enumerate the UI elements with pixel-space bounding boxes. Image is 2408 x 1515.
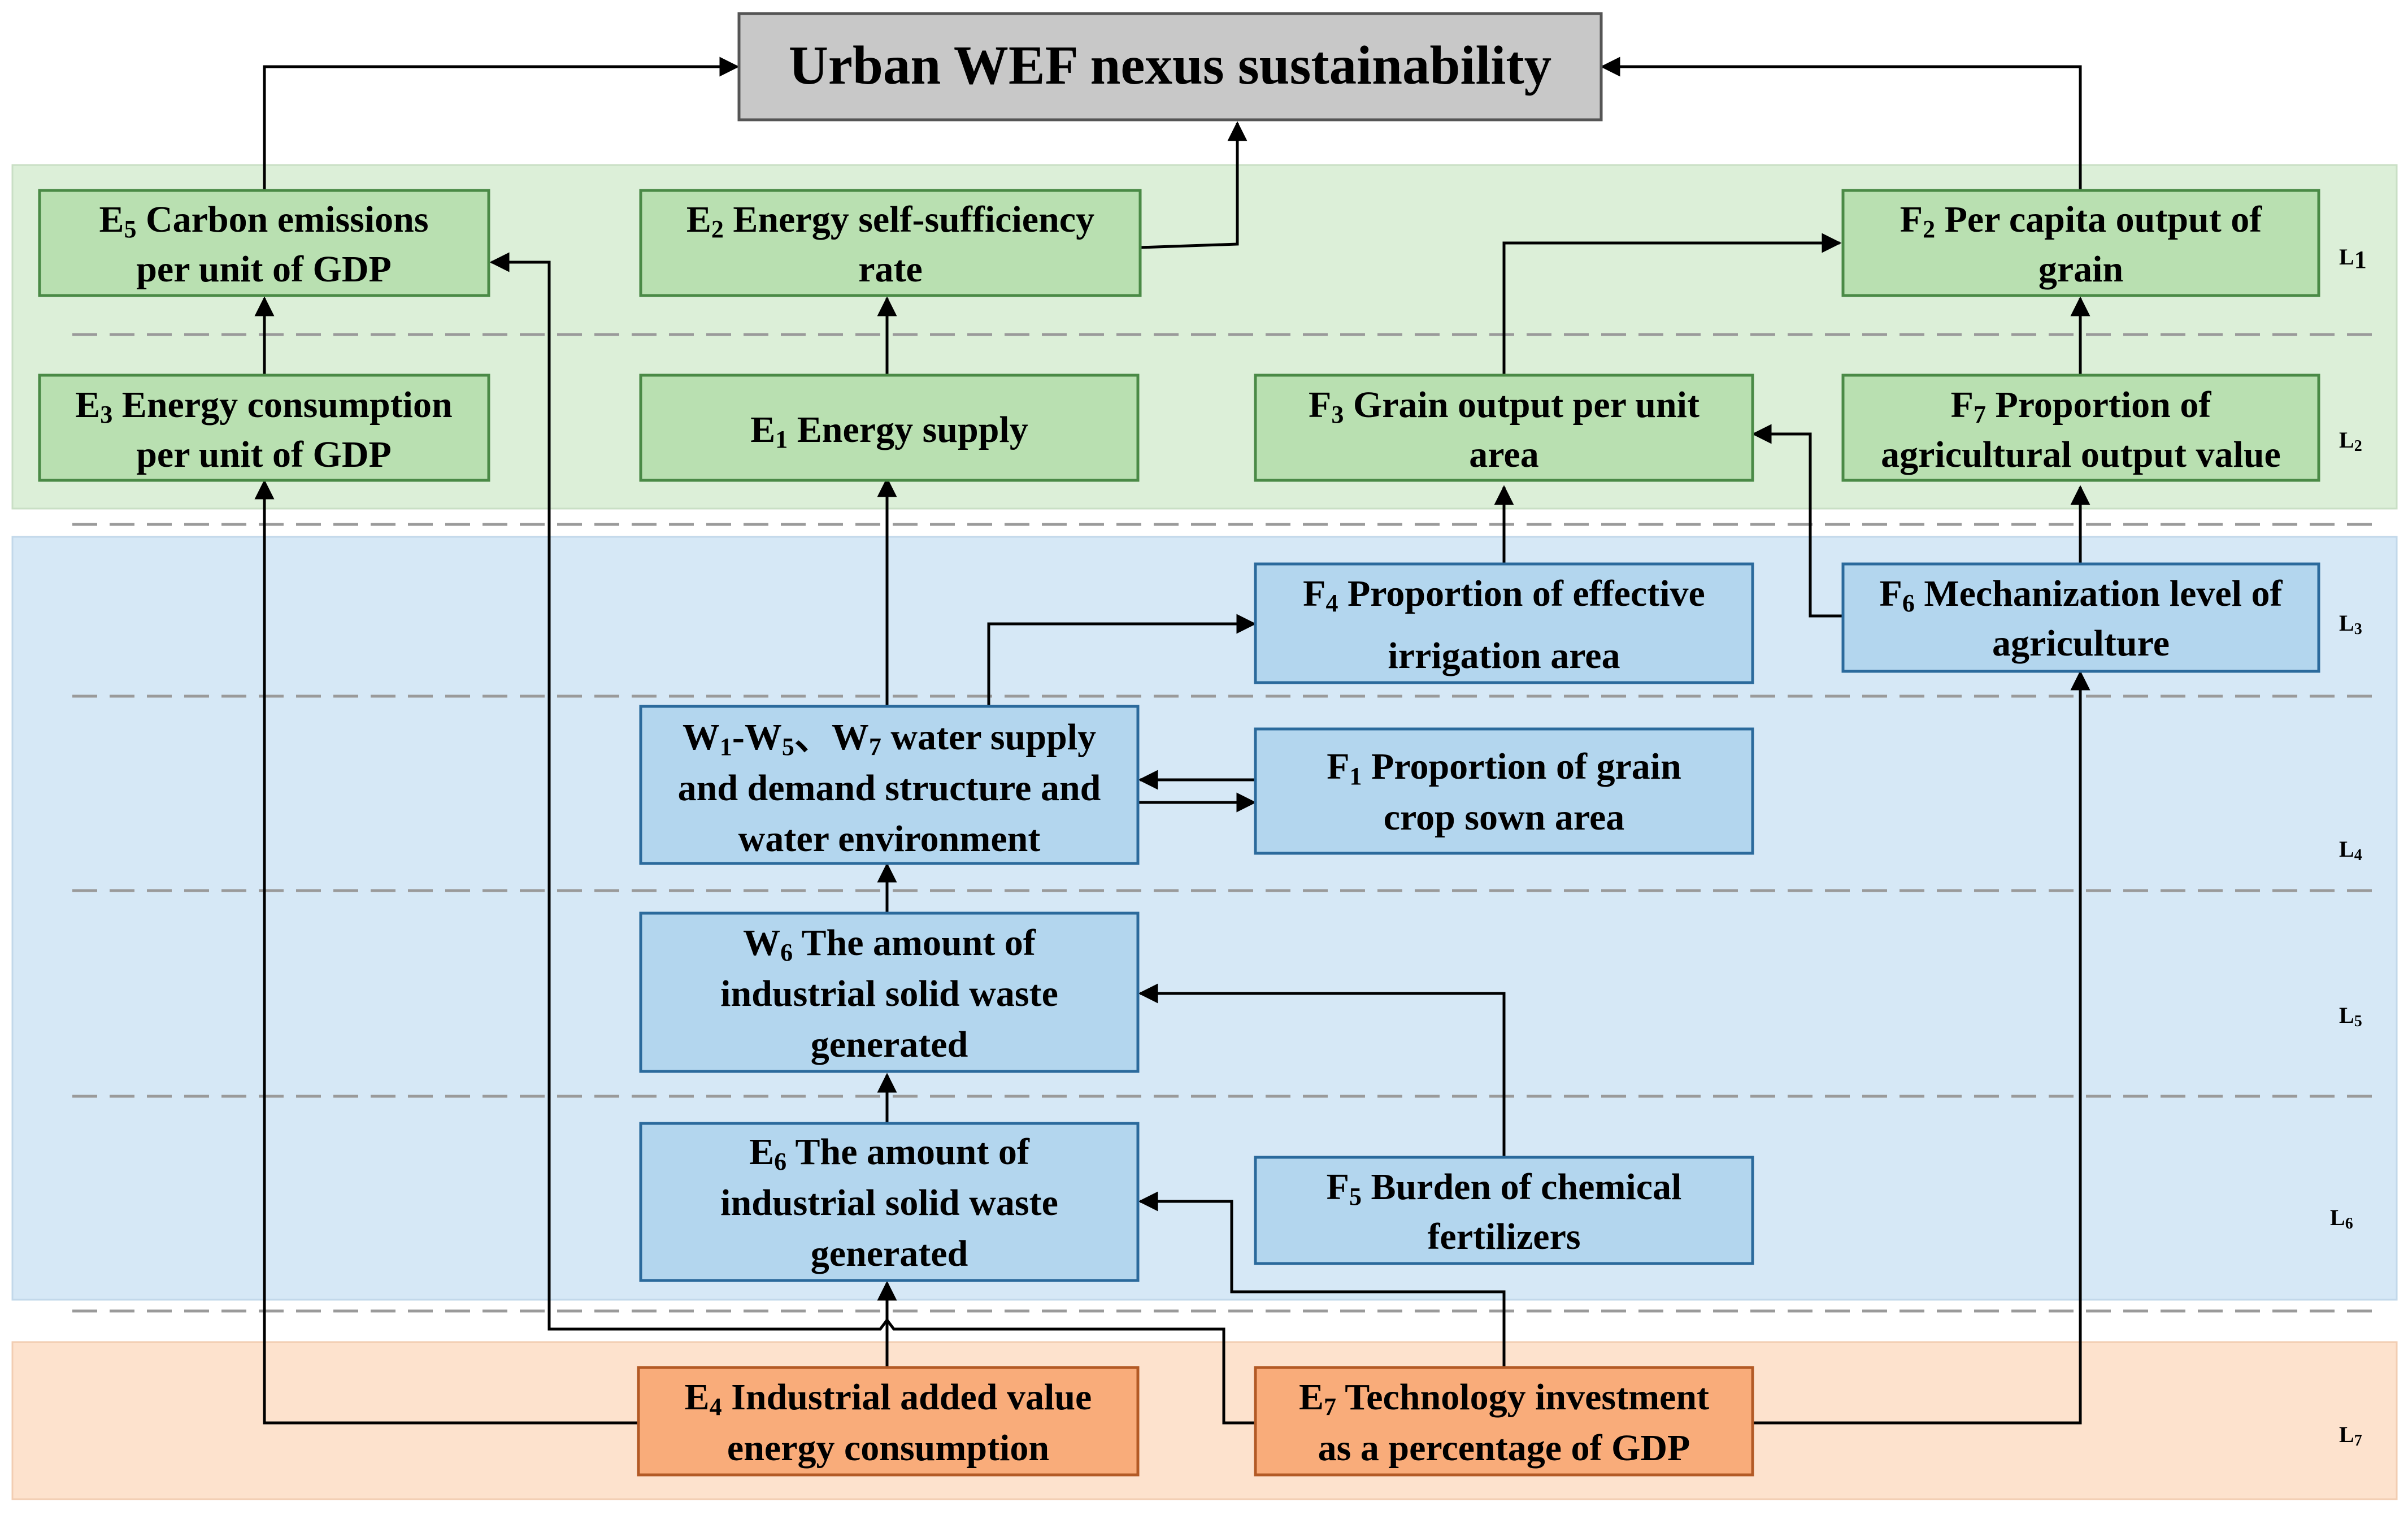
node-label-line2: as a percentage of GDP	[1318, 1427, 1690, 1469]
node-label-line1: E4 Industrial added value	[685, 1377, 1092, 1421]
node-f3: F3 Grain output per unit area	[1254, 374, 1754, 482]
node-e6: E6 The amount of industrial solid waste …	[639, 1122, 1140, 1282]
node-e1: E1 Energy supply	[639, 374, 1140, 482]
connectors	[254, 57, 2090, 1425]
node-label-line2: agriculture	[1992, 623, 2170, 664]
arrow-f3-to-f2	[1502, 233, 1842, 375]
node-label-line1: E1 Energy supply	[750, 409, 1028, 453]
node-box	[639, 1122, 1140, 1282]
node-label-line1: E5 Carbon emissions	[99, 199, 428, 243]
node-e4: E4 Industrial added value energy consump…	[637, 1366, 1140, 1477]
node-label-line2: irrigation area	[1388, 635, 1620, 676]
node-label-line2: crop sown area	[1384, 797, 1625, 838]
node-box	[639, 189, 1142, 297]
node-label-line1: F6 Mechanization level of	[1879, 573, 2283, 617]
node-label-line2: per unit of GDP	[136, 249, 392, 290]
node-label-line2: per unit of GDP	[136, 434, 392, 475]
node-f6: F6 Mechanization level of agriculture	[1841, 562, 2320, 673]
title-box	[737, 12, 1603, 121]
node-box	[639, 705, 1140, 865]
level-separators	[72, 333, 2373, 1313]
node-label-line1: F3 Grain output per unit	[1309, 384, 1699, 428]
node-box	[1841, 189, 2320, 297]
node-label-line2: energy consumption	[727, 1427, 1049, 1469]
node-label-line1: E3 Energy consumption	[75, 384, 452, 428]
arrow-w-to-f4	[987, 614, 1257, 706]
node-f2: F2 Per capita output of grain	[1841, 189, 2320, 297]
level-label-1: L1	[2339, 244, 2367, 274]
arrow-e7-to-e6	[1138, 1191, 1506, 1368]
level-label-6: L6	[2330, 1205, 2353, 1232]
node-box	[1841, 374, 2320, 482]
arrow-e2-to-title	[1138, 121, 1248, 249]
arrow-e7-to-e5	[489, 252, 1255, 1425]
node-label-line1: F1 Proportion of grain	[1327, 746, 1681, 790]
node-box	[1254, 1366, 1754, 1477]
node-f5: F5 Burden of chemical fertilizers	[1254, 1156, 1754, 1265]
node-label-line2: grain	[2038, 249, 2123, 290]
node-w: W1-W5、W7 water supply and demand structu…	[639, 705, 1140, 865]
arrow-e5-to-title	[263, 57, 740, 190]
node-e3: E3 Energy consumption per unit of GDP	[38, 374, 490, 482]
node-label-line2: industrial solid waste	[720, 973, 1058, 1014]
node-label-line2: area	[1469, 434, 1538, 475]
node-box	[1254, 374, 1754, 482]
node-f7: F7 Proportion of agricultural output val…	[1841, 374, 2320, 482]
node-box	[637, 1366, 1140, 1477]
node-e2: E2 Energy self-sufficiency rate	[639, 189, 1142, 297]
node-label-line1: F5 Burden of chemical	[1327, 1166, 1682, 1210]
node-box	[1841, 562, 2320, 673]
node-box	[38, 189, 490, 297]
node-label-line1: E6 The amount of	[749, 1131, 1030, 1175]
node-box	[639, 374, 1140, 482]
level-label-7: L7	[2339, 1422, 2362, 1449]
node-label-line3: water environment	[738, 818, 1041, 859]
node-label-line1: W1-W5、W7 water supply	[683, 717, 1096, 761]
node-label-line1: F7 Proportion of	[1951, 384, 2212, 428]
arrow-f2-to-title	[1600, 57, 2082, 190]
node-label-line1: W6 The amount of	[743, 922, 1036, 966]
node-label-line1: E2 Energy self-sufficiency	[686, 199, 1094, 243]
node-label-line2: agricultural output value	[1881, 434, 2281, 475]
title-node: Urban WEF nexus sustainability	[737, 12, 1603, 121]
node-box	[1254, 1156, 1754, 1265]
node-label-line2: rate	[858, 249, 923, 290]
node-e7: E7 Technology investment as a percentage…	[1254, 1366, 1754, 1477]
node-label-line1: F2 Per capita output of	[1900, 199, 2262, 243]
node-w6: W6 The amount of industrial solid waste …	[639, 911, 1140, 1073]
level-label-4: L4	[2339, 836, 2362, 864]
node-label-line3: generated	[811, 1024, 968, 1065]
node-box	[1254, 727, 1754, 855]
arrow-f6-to-f3	[1751, 424, 1843, 618]
arrow-e7-to-f6	[1753, 670, 2090, 1425]
node-f4: F4 Proportion of effective irrigation ar…	[1254, 562, 1754, 684]
node-f1: F1 Proportion of grain crop sown area	[1254, 727, 1754, 855]
node-box	[1254, 562, 1754, 684]
level-label-2: L2	[2339, 427, 2362, 455]
node-label-line2: industrial solid waste	[720, 1182, 1058, 1223]
node-box	[38, 374, 490, 482]
arrow-f5-to-w6	[1138, 983, 1506, 1157]
node-label-line1: F4 Proportion of effective	[1303, 573, 1705, 617]
node-label-line1: E7 Technology investment	[1299, 1377, 1709, 1421]
level-label-5: L5	[2339, 1002, 2362, 1030]
level-label-3: L3	[2339, 610, 2362, 638]
node-label-line2: fertilizers	[1427, 1216, 1580, 1257]
arrow-e4-to-e3	[254, 479, 638, 1425]
node-e5: E5 Carbon emissions per unit of GDP	[38, 189, 490, 297]
title-text: Urban WEF nexus sustainability	[789, 35, 1551, 95]
node-box	[639, 911, 1140, 1073]
orange-band	[11, 1341, 2398, 1500]
node-label-line2: and demand structure and	[678, 767, 1101, 809]
node-label-line3: generated	[811, 1233, 968, 1274]
